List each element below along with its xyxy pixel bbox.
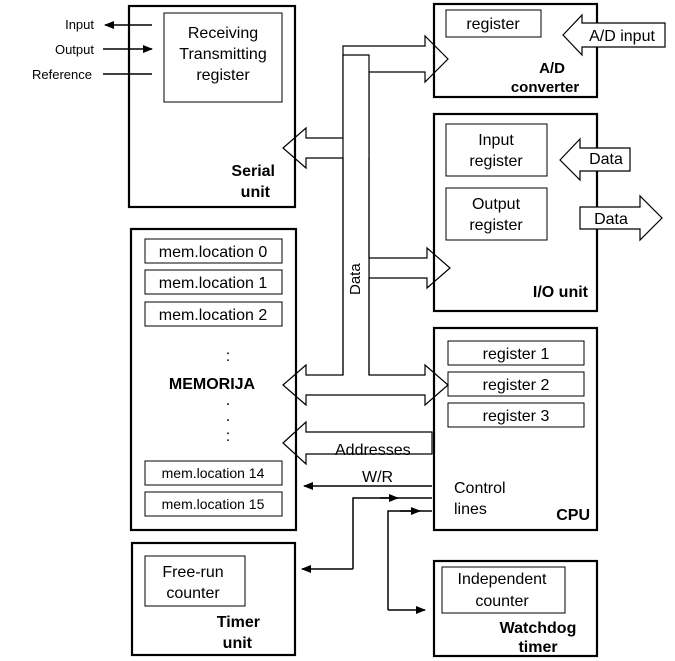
memory-ellipsis-dot-1: . (226, 392, 230, 409)
address-bus-label: Addresses (335, 442, 411, 459)
memory-location: mem.location 0 (159, 244, 268, 261)
adc-input-label: A/D input (589, 28, 655, 45)
watchdog-counter-label-1: Independent (458, 571, 548, 588)
io-data-in-arrow (559, 137, 631, 182)
control-lines (301, 482, 432, 614)
wr-line-label: W/R (362, 469, 393, 486)
serial-unit-title-1: Serial (231, 163, 275, 180)
adc-title-2: converter (511, 79, 580, 96)
io-output-register-label-2: register (469, 217, 523, 234)
watchdog-title-1: Watchdog (500, 620, 577, 637)
memory-location: mem.location 1 (159, 275, 268, 292)
timer-counter-label-1: Free-run (162, 564, 223, 581)
watchdog-title-2: timer (518, 639, 557, 656)
memory-ellipsis-bottom: : (226, 428, 230, 445)
serial-input-label: Input (65, 17, 94, 32)
timer-counter-label-2: counter (166, 585, 220, 602)
serial-reference-label: Reference (32, 67, 92, 82)
memory-ellipsis-top: : (226, 348, 230, 365)
cpu-unit: register 1 register 2 register 3 Control… (432, 326, 599, 532)
data-bus-label: Data (347, 263, 364, 295)
adc-title-1: A/D (539, 60, 565, 77)
cpu-register: register 1 (483, 346, 550, 363)
cpu-title: CPU (556, 507, 590, 524)
data-bus-edges (342, 158, 370, 375)
serial-register-label-3: register (196, 67, 250, 84)
serial-unit: Receiving Transmitting register Serial u… (127, 4, 297, 209)
io-unit-title: I/O unit (533, 284, 589, 301)
io-unit: Input register Output register I/O unit (432, 112, 599, 313)
data-bus-seams (344, 136, 368, 376)
cpu-register: register 3 (483, 408, 550, 425)
adc-register-label: register (466, 16, 520, 33)
timer-unit: Free-run counter Timer unit (130, 541, 297, 657)
io-input-register-label-2: register (469, 153, 523, 170)
adc-input-arrow (562, 13, 666, 57)
cpu-register: register 2 (483, 377, 550, 394)
io-data-in-label: Data (589, 151, 623, 168)
memory-title: MEMORIJA (169, 376, 256, 393)
memory-ellipsis-dot-2: . (226, 408, 230, 425)
timer-title-2: unit (223, 635, 253, 652)
io-data-out-arrow (579, 194, 663, 242)
cpu-control-label-1: Control (454, 480, 506, 497)
timer-title-1: Timer (217, 614, 260, 631)
serial-output-label: Output (55, 42, 94, 57)
serial-signal-lines (103, 21, 153, 75)
memory-location: mem.location 2 (159, 307, 268, 324)
io-input-register-label-1: Input (478, 132, 514, 149)
serial-register-label-2: Transmitting (179, 46, 266, 63)
memory-unit: mem.location 0 mem.location 1 mem.locati… (129, 227, 298, 532)
io-data-out-label: Data (594, 211, 628, 228)
watchdog-unit: Independent counter Watchdog timer (432, 559, 599, 658)
serial-unit-title-2: unit (241, 184, 271, 201)
memory-location: mem.location 15 (162, 496, 265, 512)
watchdog-counter-label-2: counter (475, 593, 529, 610)
adc-unit: register A/D converter (432, 2, 599, 99)
io-output-register-label-1: Output (472, 196, 521, 213)
serial-register-label-1: Receiving (188, 25, 258, 42)
cpu-control-label-2: lines (454, 501, 487, 518)
memory-location: mem.location 14 (162, 465, 265, 481)
